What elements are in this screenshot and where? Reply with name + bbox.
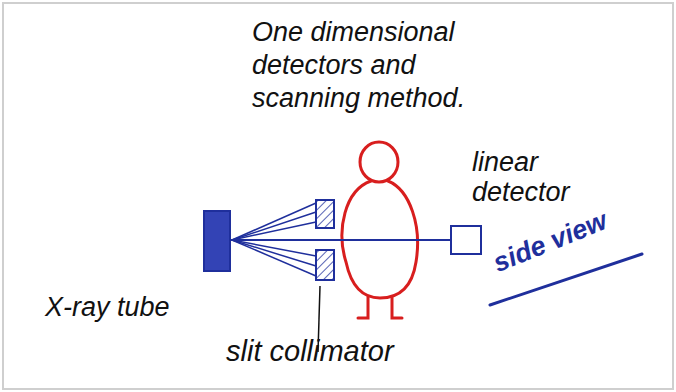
frame: [3, 3, 673, 389]
title: One dimensional detectors and scanning m…: [252, 16, 472, 115]
node-box: linear detector: [450, 225, 482, 255]
node-label: X-ray tube: [45, 292, 235, 322]
beam-line: [231, 240, 450, 241]
view-label: side view: [489, 205, 612, 278]
node-label: linear detector: [472, 147, 612, 207]
person: [342, 142, 418, 318]
part-label: slit collimator: [226, 334, 394, 368]
node-box: X-ray tube: [203, 210, 231, 272]
